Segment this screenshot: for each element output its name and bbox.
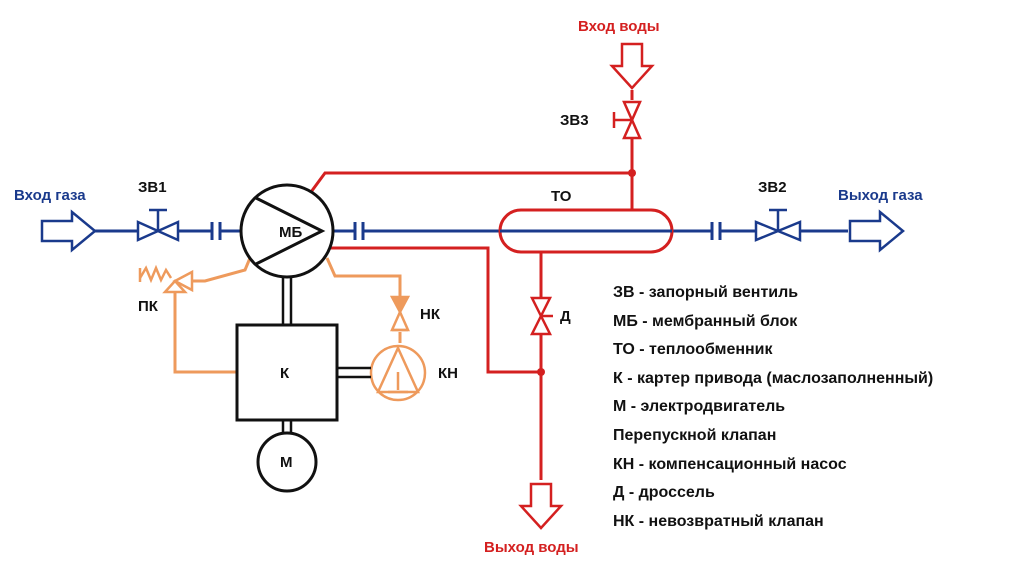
k-label: К — [280, 365, 290, 382]
compensation-pump-kn — [369, 344, 427, 402]
water-inlet-arrow — [609, 42, 655, 90]
throttle-d — [529, 296, 553, 336]
zv1-label: ЗВ1 — [138, 179, 167, 196]
gas-flanges — [210, 222, 722, 240]
gas-inlet-label: Вход газа — [14, 187, 86, 204]
valve-zv3 — [612, 100, 642, 140]
check-valve-nk — [389, 295, 411, 332]
motor-m — [256, 431, 318, 493]
legend-item: К - картер привода (маслозаполненный) — [613, 369, 934, 387]
membrane-block-mb — [239, 183, 335, 279]
d-label: Д — [560, 308, 571, 325]
legend-item: Перепускной клапан — [613, 426, 777, 444]
legend: ЗВ - запорный вентиль МБ - мембранный бл… — [613, 283, 933, 540]
gas-outlet-label: Выход газа — [838, 187, 923, 204]
water-outlet-label: Выход воды — [484, 539, 579, 556]
pk-label: ПК — [138, 298, 158, 315]
legend-item: НК - невозвратный клапан — [613, 512, 824, 530]
valve-zv1 — [136, 208, 180, 242]
water-circuit — [309, 90, 634, 480]
water-inlet-label: Вход воды — [578, 18, 660, 35]
water-outlet-arrow — [518, 482, 564, 530]
zv3-label: ЗВ3 — [560, 112, 589, 129]
legend-item: ЗВ - запорный вентиль — [613, 284, 799, 301]
relief-valve-pk — [138, 264, 194, 294]
legend-item: М - электродвигатель — [613, 398, 786, 416]
to-label: ТО — [551, 188, 572, 205]
heat-exchanger-to — [498, 208, 674, 254]
zv2-label: ЗВ2 — [758, 179, 787, 196]
valve-zv2 — [754, 208, 802, 242]
gas-inlet-arrow — [40, 209, 97, 253]
m-label: М — [280, 454, 293, 471]
legend-item: МБ - мембранный блок — [613, 312, 798, 330]
legend-item: Д - дроссель — [613, 484, 715, 502]
legend-item: ТО - теплообменник — [613, 341, 773, 359]
nk-label: НК — [420, 306, 440, 323]
shafts — [281, 276, 371, 432]
oil-circuit — [173, 257, 402, 374]
legend-item: КН - компенсационный насос — [613, 455, 847, 473]
crankcase-k — [235, 323, 339, 422]
mb-label: МБ — [279, 224, 303, 241]
water-junction-top — [628, 169, 636, 177]
gas-outlet-arrow — [848, 209, 905, 253]
kn-label: КН — [438, 365, 458, 382]
water-junction-bottom — [537, 368, 545, 376]
